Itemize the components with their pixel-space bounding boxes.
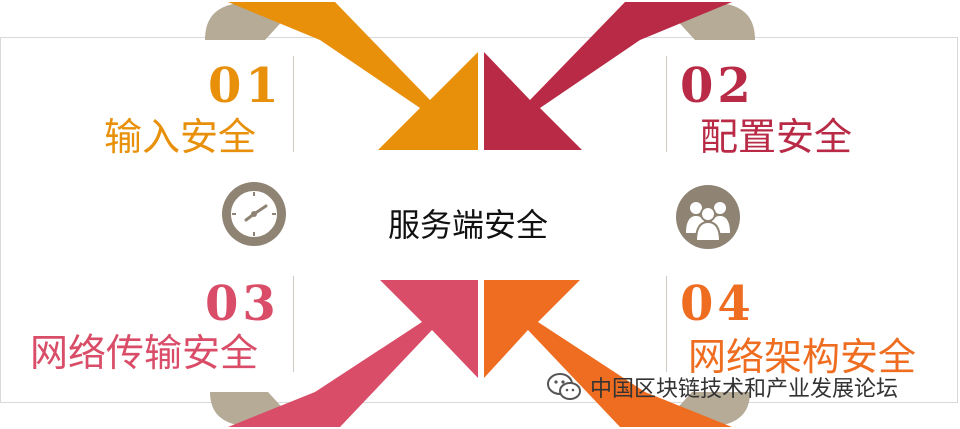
section-03-label: 网络传输安全 [30,331,259,375]
clock-icon [222,182,286,246]
section-04-label: 网络架构安全 [688,335,917,379]
section-02-label: 配置安全 [700,115,853,159]
arrow-02 [484,2,732,150]
arrow-03 [228,280,478,427]
section-01-number: 01 [208,58,283,114]
section-03-number: 03 [205,276,280,332]
divider-04 [666,276,667,372]
wechat-icon [547,373,581,400]
watermark: 中国区块链技术和产业发展论坛 [546,370,898,404]
divider-03 [293,276,294,372]
center-label: 服务端安全 [388,206,549,244]
section-02-number: 02 [680,58,755,114]
people-group-icon [676,185,740,249]
arrow-04 [484,280,732,427]
divider-02 [666,56,667,152]
arrow-01 [228,2,478,150]
diagram-frame [0,37,958,403]
section-04-number: 04 [680,276,755,332]
section-01-label: 输入安全 [104,115,257,159]
watermark-text: 中国区块链技术和产业发展论坛 [590,377,899,402]
divider-01 [293,56,294,152]
